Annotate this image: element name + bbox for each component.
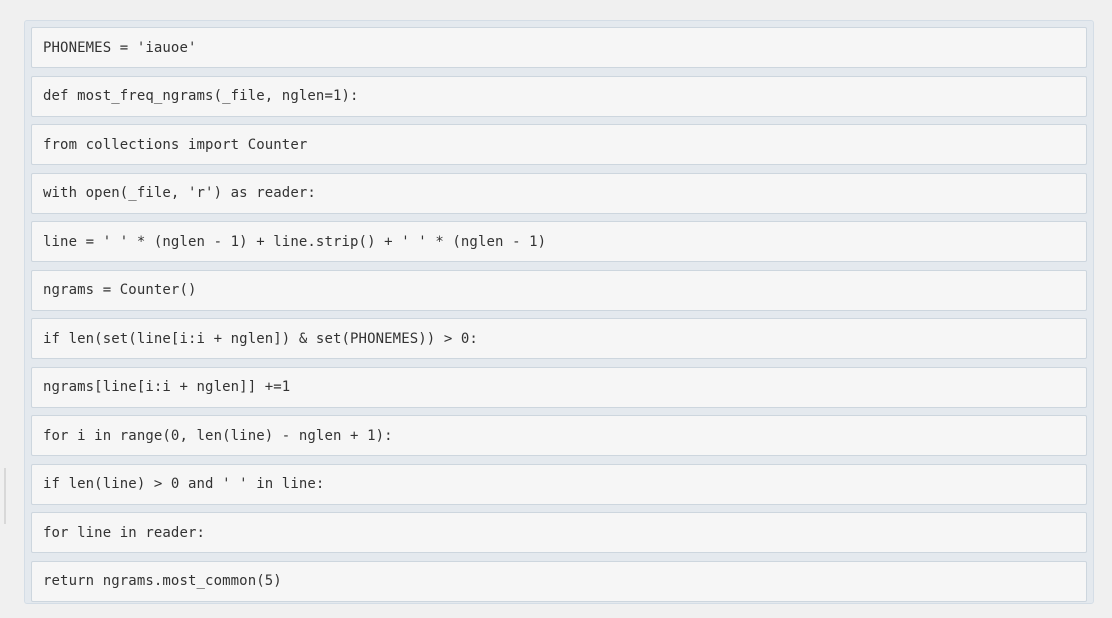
code-block[interactable]: def most_freq_ngrams(_file, nglen=1): xyxy=(31,75,1087,117)
code-block[interactable]: line = ' ' * (nglen - 1) + line.strip() … xyxy=(31,221,1087,262)
code-block-text: def most_freq_ngrams(_file, nglen=1): xyxy=(43,88,359,104)
code-block-text: if len(line) > 0 and ' ' in line: xyxy=(43,476,325,492)
code-block-text: for i in range(0, len(line) - nglen + 1)… xyxy=(43,427,393,444)
code-block[interactable]: ngrams[line[i:i + nglen]] +=1 xyxy=(31,366,1087,408)
code-block-text: ngrams = Counter() xyxy=(43,282,197,298)
code-block-text: for line in reader: xyxy=(43,524,206,541)
code-block[interactable]: for line in reader: xyxy=(31,512,1087,553)
code-blocks-list: PHONEMES = 'iauoe' def most_freq_ngrams(… xyxy=(24,20,1094,604)
left-edge-handle xyxy=(4,468,6,524)
code-block[interactable]: ngrams = Counter() xyxy=(31,269,1087,311)
code-block-text: line = ' ' * (nglen - 1) + line.strip() … xyxy=(43,233,547,250)
code-block-text: from collections import Counter xyxy=(43,136,308,153)
code-block[interactable]: from collections import Counter xyxy=(31,124,1087,165)
code-block[interactable]: if len(line) > 0 and ' ' in line: xyxy=(31,463,1087,505)
code-block-text: ngrams[line[i:i + nglen]] +=1 xyxy=(43,379,291,395)
code-block[interactable]: if len(set(line[i:i + nglen]) & set(PHON… xyxy=(31,318,1087,359)
code-block[interactable]: for i in range(0, len(line) - nglen + 1)… xyxy=(31,415,1087,456)
code-block[interactable]: return ngrams.most_common(5) xyxy=(31,560,1087,602)
code-block-text: if len(set(line[i:i + nglen]) & set(PHON… xyxy=(43,330,478,347)
code-block-text: PHONEMES = 'iauoe' xyxy=(43,39,197,56)
code-block-text: return ngrams.most_common(5) xyxy=(43,573,282,589)
code-block[interactable]: with open(_file, 'r') as reader: xyxy=(31,172,1087,214)
code-block-text: with open(_file, 'r') as reader: xyxy=(43,185,316,201)
code-block[interactable]: PHONEMES = 'iauoe' xyxy=(31,27,1087,68)
